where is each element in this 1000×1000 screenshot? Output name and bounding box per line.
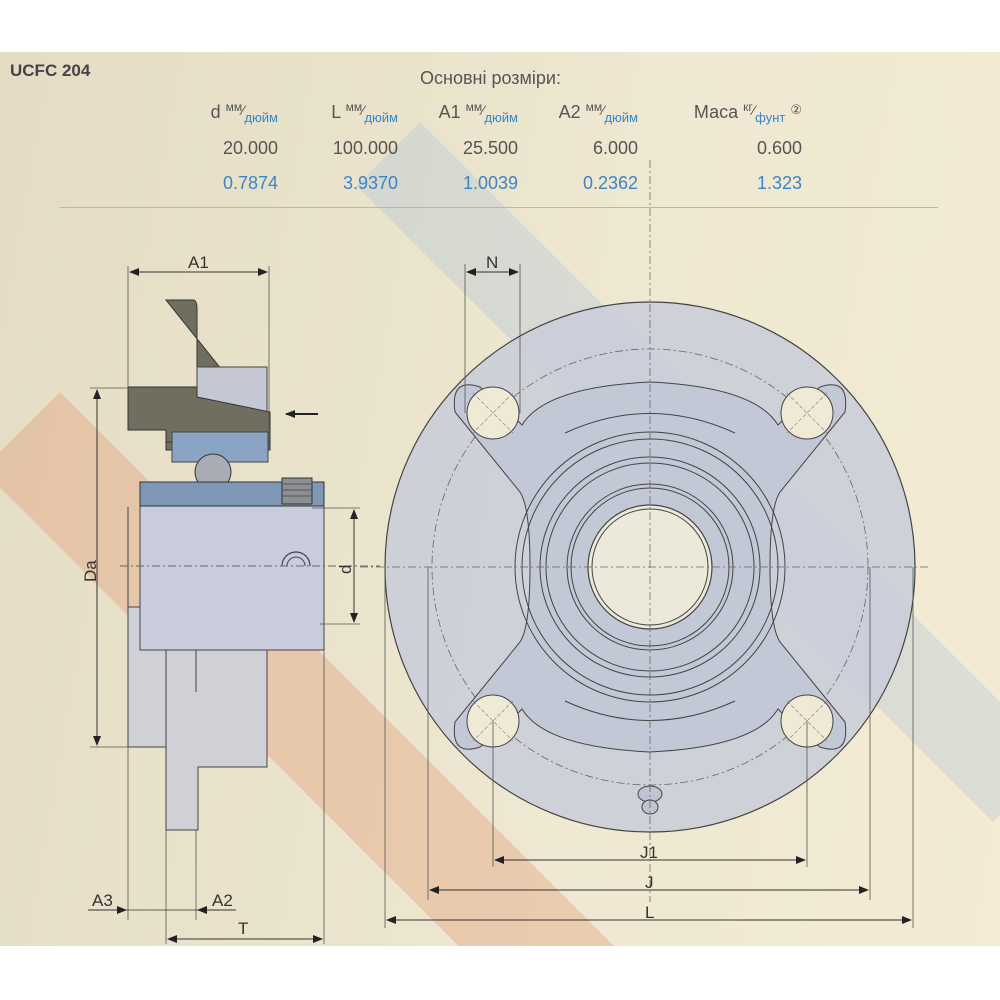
- value-L-mm: 100.000: [332, 138, 398, 158]
- col-name: L: [331, 102, 341, 122]
- footnote-2-icon[interactable]: ②: [790, 102, 802, 117]
- col-name: d: [210, 102, 221, 122]
- label-T: T: [238, 919, 248, 938]
- col-name: Маса: [693, 102, 739, 122]
- table-caption: Основні розміри:: [420, 68, 561, 88]
- unit-bottom: фунт: [755, 110, 786, 125]
- label-N: N: [486, 253, 498, 272]
- label-J1: J1: [640, 843, 658, 862]
- header-A2: A2 мм⁄дюйм: [558, 100, 638, 125]
- unit-bottom: дюйм: [484, 110, 518, 125]
- col-name: A1: [438, 102, 461, 122]
- label-Da: Da: [81, 560, 100, 582]
- unit-top: мм: [465, 100, 483, 114]
- header-d: d мм⁄дюйм: [210, 100, 278, 125]
- unit-top: мм: [225, 100, 243, 114]
- value-mass-kg: 0.600: [756, 138, 802, 158]
- label-A2: A2: [212, 891, 233, 910]
- value-d-mm: 20.000: [222, 138, 278, 158]
- value-A1-mm: 25.500: [462, 138, 518, 158]
- front-view: N J1 J L: [360, 160, 930, 928]
- unit-top: мм: [585, 100, 603, 114]
- unit-bottom: дюйм: [604, 110, 638, 125]
- header-A1: A1 мм⁄дюйм: [438, 100, 518, 125]
- value-mass-lb: 1.323: [756, 173, 802, 193]
- product-title: UCFC 204: [10, 61, 91, 80]
- header-L: L мм⁄дюйм: [331, 100, 398, 125]
- label-L: L: [645, 903, 654, 922]
- label-d: d: [336, 565, 355, 574]
- technical-drawing: A1 Da d A3 A2 T: [81, 160, 930, 944]
- unit-top: мм: [345, 100, 363, 114]
- value-A2-mm: 6.000: [592, 138, 638, 158]
- unit-bottom: дюйм: [244, 110, 278, 125]
- value-d-inch: 0.7874: [222, 173, 278, 193]
- value-A2-inch: 0.2362: [582, 173, 638, 193]
- label-J: J: [645, 873, 654, 892]
- product-dimension-panel: UCFC 204 Основні розміри: d мм⁄дюйм L мм…: [0, 52, 1000, 946]
- value-A1-inch: 1.0039: [462, 173, 518, 193]
- unit-top: кг: [743, 100, 753, 114]
- table-divider: [60, 207, 938, 208]
- header-mass: Маса кг⁄фунт ②: [693, 100, 802, 125]
- value-L-inch: 3.9370: [342, 173, 398, 193]
- label-A1: A1: [188, 253, 209, 272]
- unit-bottom: дюйм: [364, 110, 398, 125]
- label-A3: A3: [92, 891, 113, 910]
- col-name: A2: [558, 102, 581, 122]
- side-view: A1 Da d A3 A2 T: [81, 253, 380, 944]
